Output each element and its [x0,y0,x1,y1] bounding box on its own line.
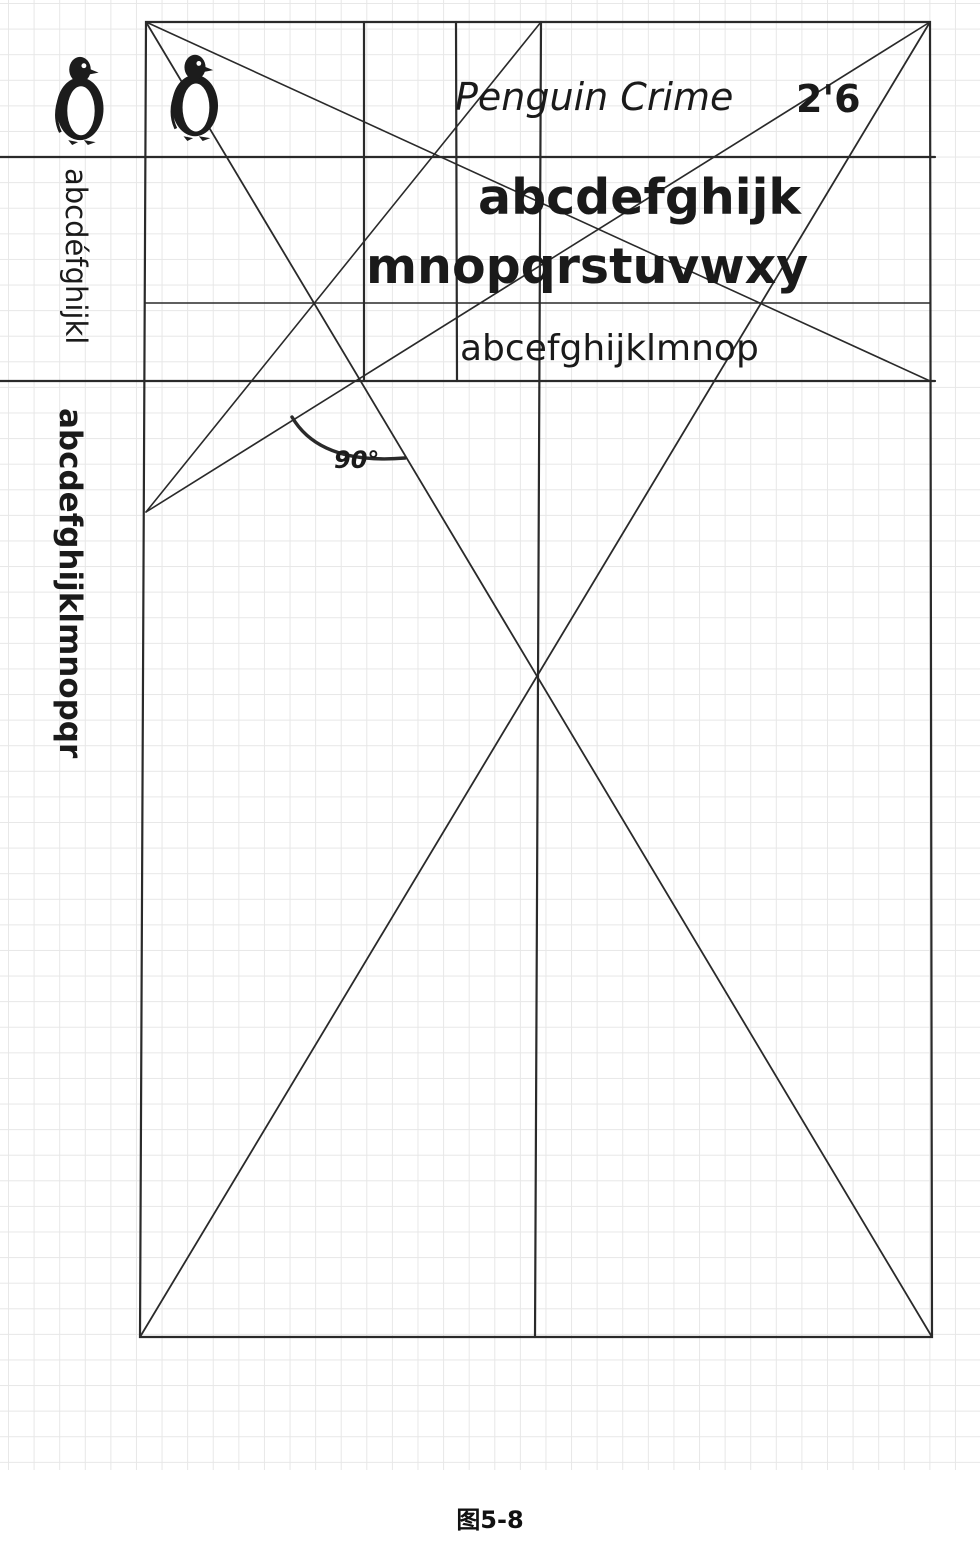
spine-lower-text: abcdefghijklmnopqr [52,408,88,759]
spine-upper-text: abcdéfghijkl [59,168,93,344]
right-angle-arc [290,415,407,461]
angle-label: 90° [334,446,379,474]
type-sample-small: abcefghijklmnop [460,328,759,369]
diagonal-main-2 [139,21,931,1338]
series-title: Penguin Crime [455,75,733,119]
diagonal-header-3 [145,21,542,513]
penguin-logo-icon [170,53,220,142]
figure-caption: 图5-8 [0,1500,980,1540]
diagonal-header-1 [145,21,931,382]
column-line-2 [454,20,459,383]
diagonal-main-1 [145,21,933,1338]
type-sample-large-1: abcdefghijk [478,169,802,226]
diagonal-header-2 [145,21,931,513]
price-label: 2'6 [796,77,861,121]
penguin-logo-icon [55,55,105,146]
type-sample-large-2: mnopqrstuvwxy [366,238,808,295]
